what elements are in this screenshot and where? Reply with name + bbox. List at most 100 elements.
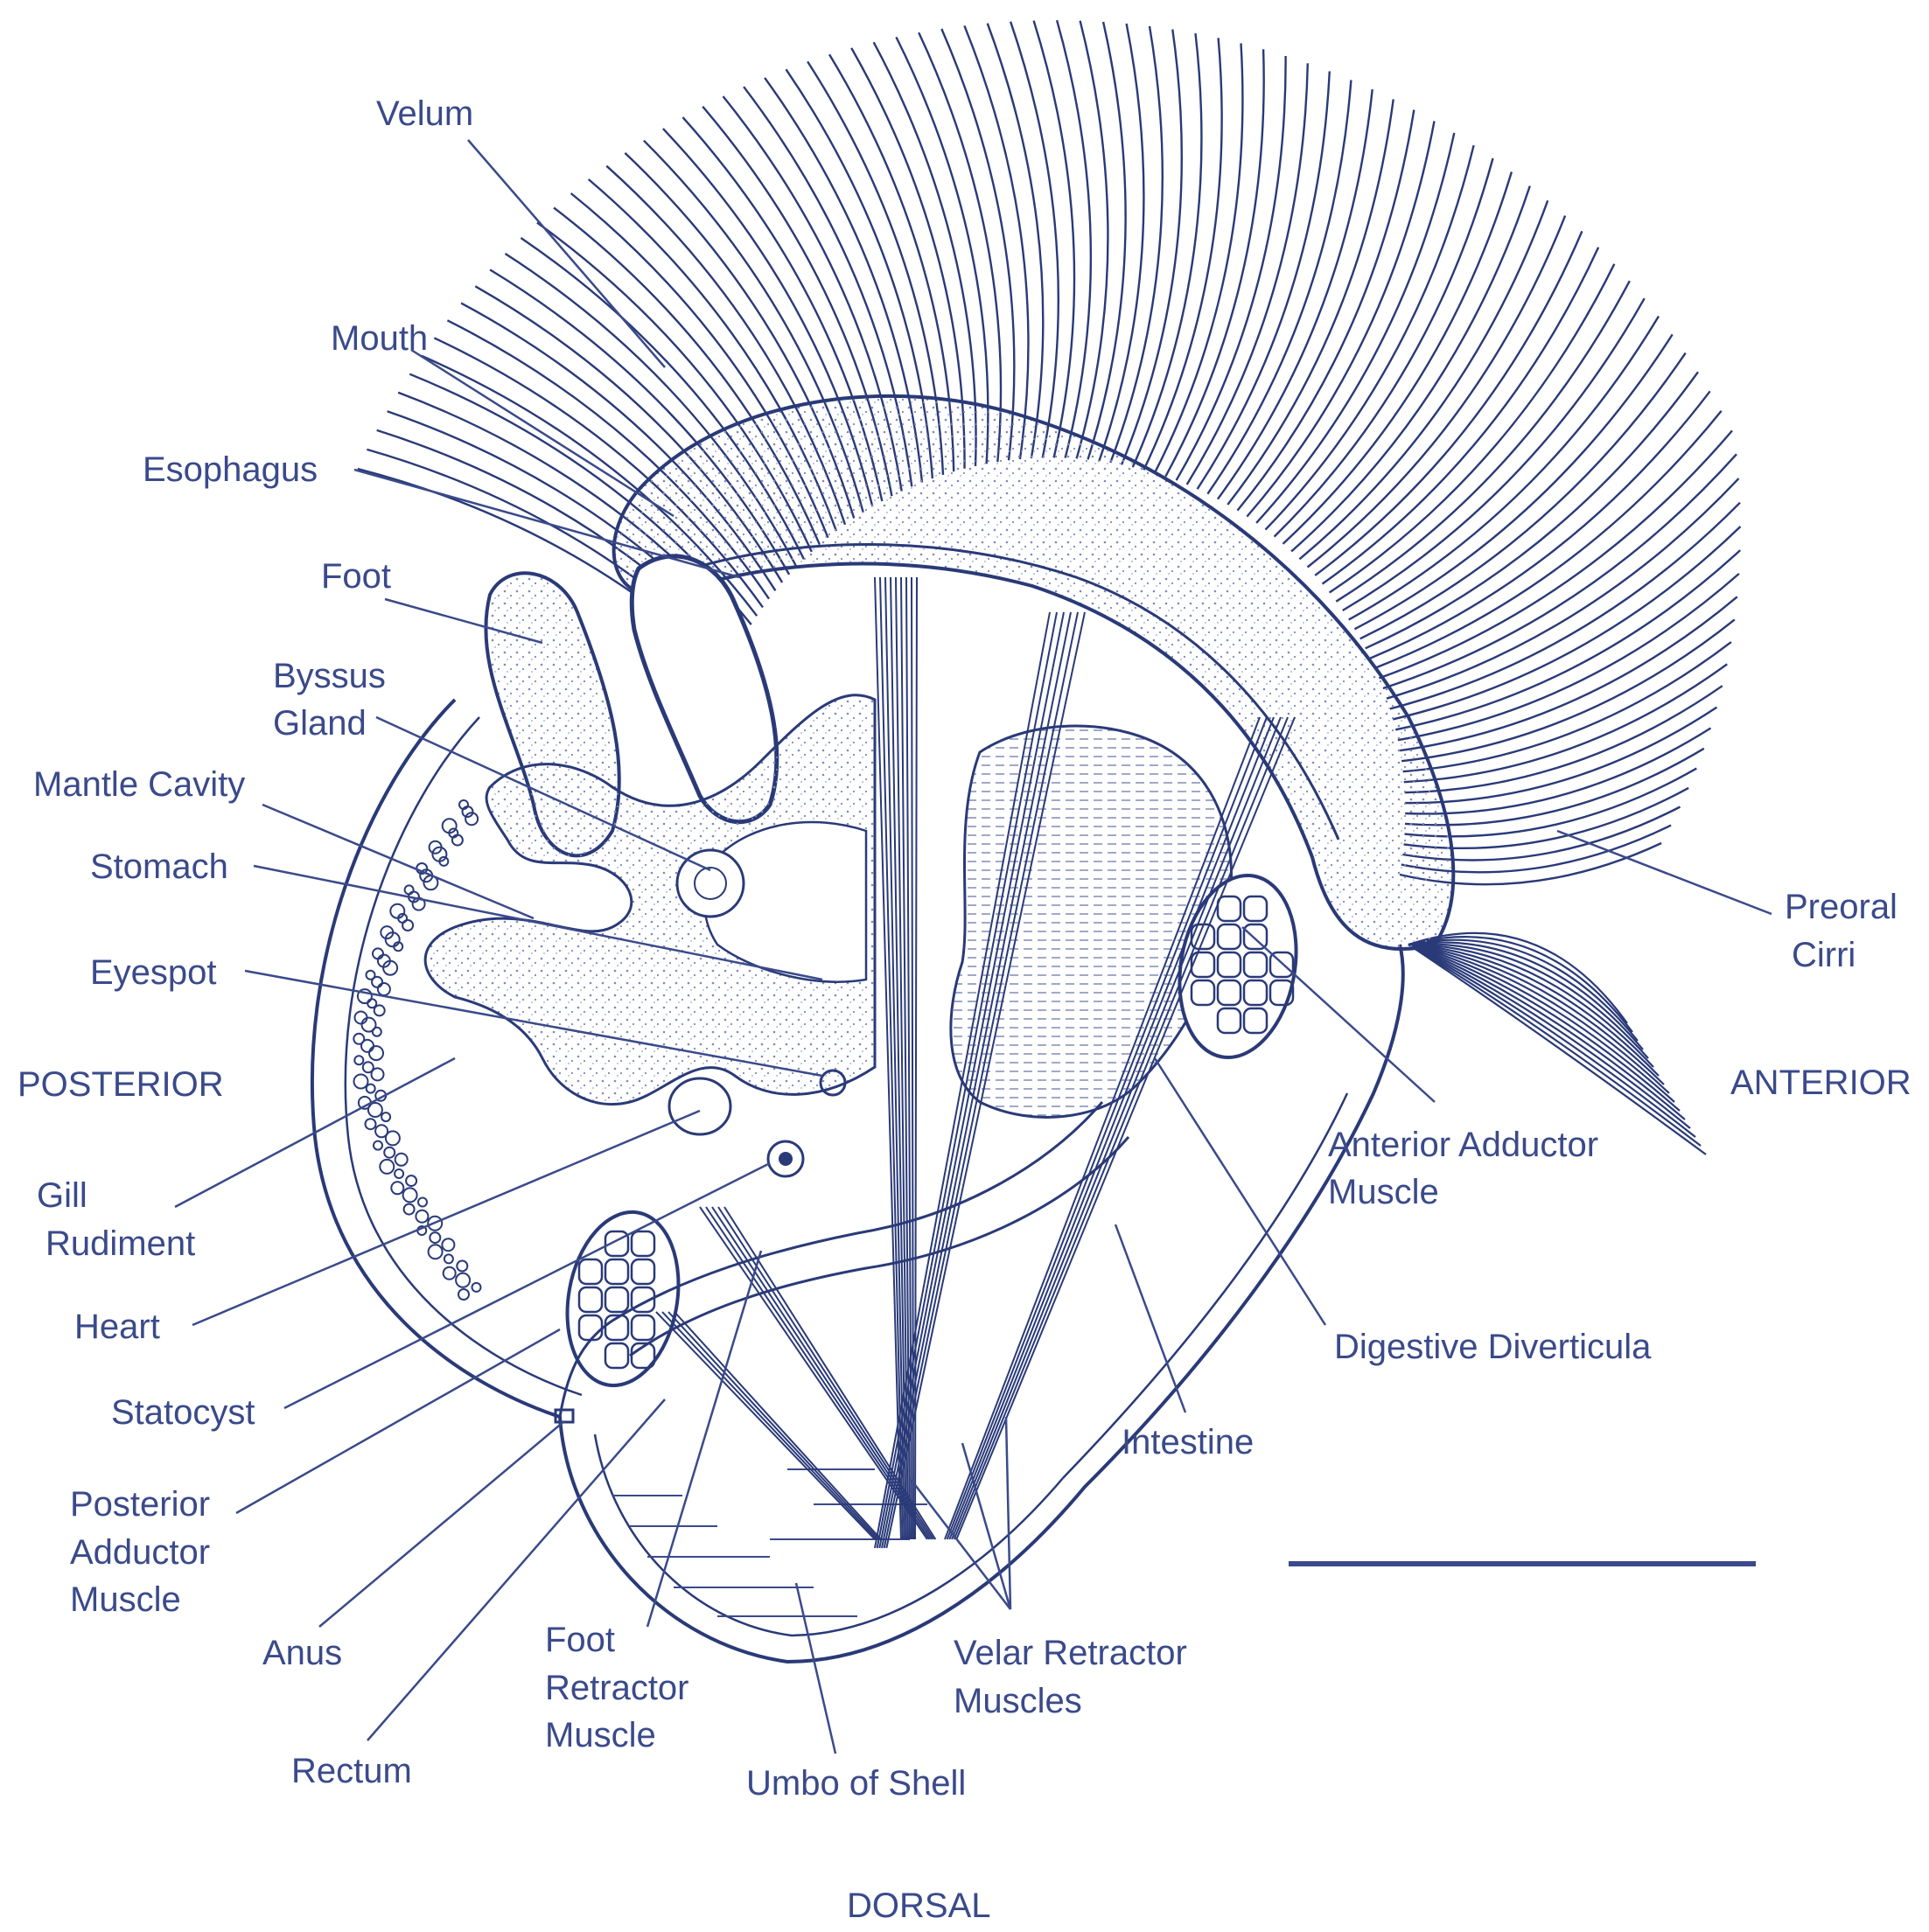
label-anus: Anus	[262, 1634, 342, 1672]
cirrus	[1408, 945, 1706, 1154]
label-heart: Heart	[74, 1308, 160, 1346]
label-foot-retractor-3: Muscle	[545, 1716, 656, 1754]
mantle-cell	[369, 1046, 383, 1060]
cilium	[1133, 33, 1202, 467]
label-posterior-adductor-2: Adductor	[70, 1533, 210, 1572]
mantle-cell	[458, 1289, 469, 1300]
digestive-diverticula	[951, 726, 1232, 1117]
cilium	[1308, 216, 1566, 568]
mantle-cell	[366, 1119, 376, 1129]
cilium	[1343, 298, 1645, 610]
label-byssus-gland-1: Byssus	[273, 657, 386, 695]
label-digestive-diverticula: Digestive Diverticula	[1334, 1328, 1652, 1366]
label-byssus-gland-2: Gland	[273, 704, 367, 743]
mantle-cell	[367, 1085, 375, 1093]
mantle-cell	[391, 1182, 403, 1194]
mantle-cell	[395, 1154, 408, 1166]
mantle-cell	[384, 1147, 395, 1158]
label-dorsal: DORSAL	[847, 1887, 991, 1925]
mantle-cell	[404, 1204, 415, 1215]
cilium	[1387, 478, 1739, 699]
mantle-cell	[444, 1254, 453, 1263]
label-posterior: POSTERIOR	[17, 1065, 224, 1104]
label-rectum: Rectum	[291, 1752, 412, 1790]
label-anterior-adductor-1: Anterior Adductor	[1328, 1126, 1598, 1164]
cilium	[1247, 122, 1434, 517]
label-foot-retractor-2: Retractor	[545, 1669, 689, 1707]
muscle-strand	[656, 1312, 875, 1539]
mantle-cell	[444, 1267, 456, 1280]
label-stomach: Stomach	[90, 847, 228, 886]
mantle-cell	[406, 1175, 416, 1186]
label-intestine: Intestine	[1122, 1423, 1254, 1461]
mantle-cell	[355, 1012, 367, 1024]
cilium	[988, 24, 1044, 458]
mantle-cell	[374, 1005, 385, 1015]
mantle-cell	[354, 1056, 363, 1064]
mantle-cell	[452, 835, 463, 846]
label-velar-retractor-1: Velar Retractor	[954, 1634, 1187, 1672]
cilium	[1299, 200, 1548, 559]
mantle-cell	[354, 1075, 368, 1089]
mantle-cell	[429, 1245, 443, 1259]
cilium	[1143, 38, 1221, 470]
mantle-cell	[402, 920, 413, 931]
label-anterior: ANTERIOR	[1730, 1064, 1912, 1102]
label-preoral-cirri-2: Cirri	[1792, 936, 1856, 974]
label-velar-retractor-2: Muscles	[954, 1682, 1082, 1720]
label-mouth: Mouth	[331, 319, 428, 358]
mantle-cell	[374, 1141, 382, 1150]
cilium	[1291, 186, 1530, 552]
mantle-cell	[472, 1283, 481, 1292]
label-foot: Foot	[321, 557, 391, 596]
mantle-cell	[368, 1103, 382, 1117]
mantle-cell	[442, 1238, 454, 1251]
mantle-cell	[361, 1040, 374, 1052]
cilium	[1177, 56, 1286, 480]
mantle-cell	[403, 1188, 417, 1202]
mantle-cell	[386, 1131, 400, 1145]
mantle-cell	[430, 1232, 440, 1243]
cilium	[1336, 281, 1630, 602]
mantle-cell	[457, 1261, 467, 1272]
label-esophagus: Esophagus	[143, 450, 318, 489]
muscle-strand	[880, 577, 903, 1539]
label-posterior-adductor-3: Muscle	[70, 1580, 181, 1619]
cilium	[1275, 158, 1493, 537]
label-preoral-cirri-1: Preoral	[1785, 888, 1898, 926]
label-umbo: Umbo of Shell	[746, 1764, 966, 1803]
mantle-cell	[390, 904, 404, 918]
cilium	[1077, 21, 1108, 459]
mantle-cell	[381, 1112, 390, 1121]
label-velum: Velum	[376, 94, 473, 133]
label-mantle-cavity: Mantle Cavity	[33, 765, 245, 804]
label-eyespot: Eyespot	[90, 953, 217, 992]
mantle-cell	[456, 1273, 470, 1287]
mantle-cell	[405, 885, 414, 894]
cilium	[1349, 317, 1659, 620]
mantle-cell	[378, 983, 390, 995]
cilium	[1383, 454, 1737, 688]
cilium	[1330, 264, 1615, 593]
muscle-strand	[668, 1312, 879, 1539]
mantle-cell	[418, 1198, 427, 1207]
label-foot-retractor-1: Foot	[545, 1621, 615, 1659]
label-statocyst: Statocyst	[111, 1393, 255, 1432]
cilium	[1390, 503, 1740, 709]
label-gill-rudiment-1: Gill	[37, 1176, 87, 1215]
mantle-cell	[373, 1028, 381, 1036]
label-anterior-adductor-2: Muscle	[1328, 1173, 1439, 1211]
mantle-cell	[416, 1210, 428, 1223]
mantle-cell	[372, 1068, 384, 1080]
cilium	[1354, 334, 1672, 629]
muscle-strand	[662, 1312, 877, 1539]
mantle-cell	[372, 977, 382, 987]
mantle-cell	[380, 1160, 394, 1174]
label-posterior-adductor-1: Posterior	[70, 1485, 210, 1524]
label-gill-rudiment-2: Rudiment	[45, 1224, 195, 1263]
cilium	[1187, 63, 1308, 485]
visceral-mass	[425, 695, 875, 1176]
cilium	[1198, 72, 1330, 490]
